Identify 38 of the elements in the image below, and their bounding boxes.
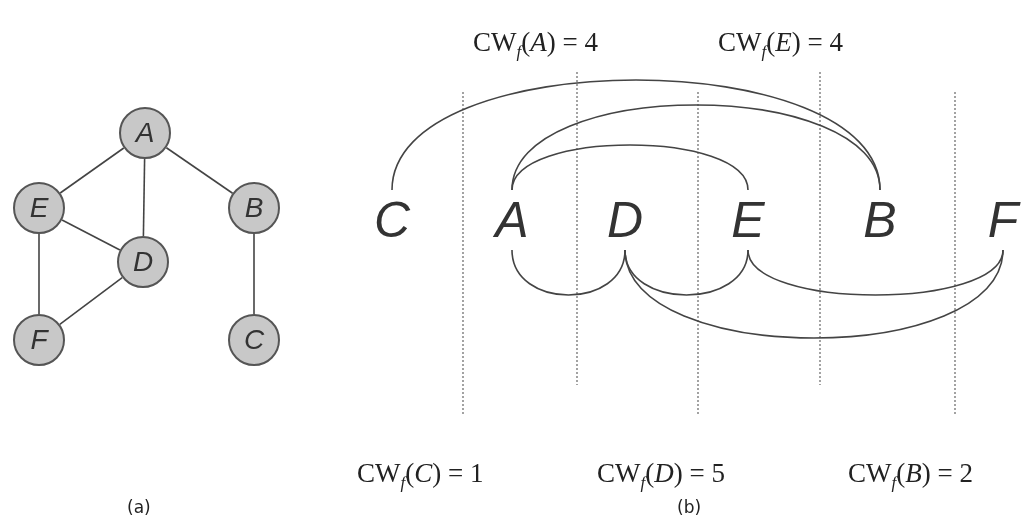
- vertex-label: D: [132, 248, 154, 276]
- edge-line: [59, 276, 123, 326]
- cutwidth-formula: CW$_{f}$(B) = 2: [848, 458, 973, 494]
- vertex-label: E: [731, 195, 765, 245]
- graph-vertex-circle: [13, 314, 65, 366]
- edge-line: [61, 219, 121, 251]
- cutwidth-formula: CW$_{f}$(A) = 4: [473, 27, 598, 63]
- edge-line: [253, 233, 255, 315]
- edge-line: [38, 233, 40, 315]
- cutwidth-formula: CW$_{f}$(C) = 1: [357, 458, 484, 494]
- vertex-label: C: [373, 195, 411, 245]
- graph-vertex-circle: [117, 236, 169, 288]
- arc: [511, 144, 749, 191]
- vertex-label: F: [30, 326, 48, 354]
- vertex-label: A: [135, 119, 155, 147]
- vertex-label: F: [987, 195, 1019, 245]
- vertex-label: B: [863, 195, 897, 245]
- arc: [511, 249, 626, 296]
- cutwidth-formula: CW$_{f}$(D) = 5: [597, 458, 725, 494]
- vertex-label: D: [606, 195, 644, 245]
- vertex-label: A: [495, 195, 529, 245]
- graph-vertex-circle: [228, 314, 280, 366]
- edge-line: [142, 158, 146, 237]
- panel-caption: (a): [127, 497, 151, 517]
- vertex-label: B: [244, 194, 264, 222]
- edge-line: [165, 146, 234, 195]
- cutwidth-formula: CW$_{f}$(E) = 4: [718, 27, 843, 63]
- arc: [511, 104, 881, 191]
- graph-vertex-circle: [119, 107, 171, 159]
- edge-line: [59, 147, 125, 194]
- arc: [624, 249, 1004, 339]
- graph-vertex-circle: [228, 182, 280, 234]
- vertex-label: C: [243, 326, 265, 354]
- vertex-label: E: [29, 194, 49, 222]
- graph-vertex-circle: [13, 182, 65, 234]
- arc: [747, 249, 1004, 296]
- arc: [391, 79, 881, 191]
- panel-caption: (b): [677, 497, 702, 517]
